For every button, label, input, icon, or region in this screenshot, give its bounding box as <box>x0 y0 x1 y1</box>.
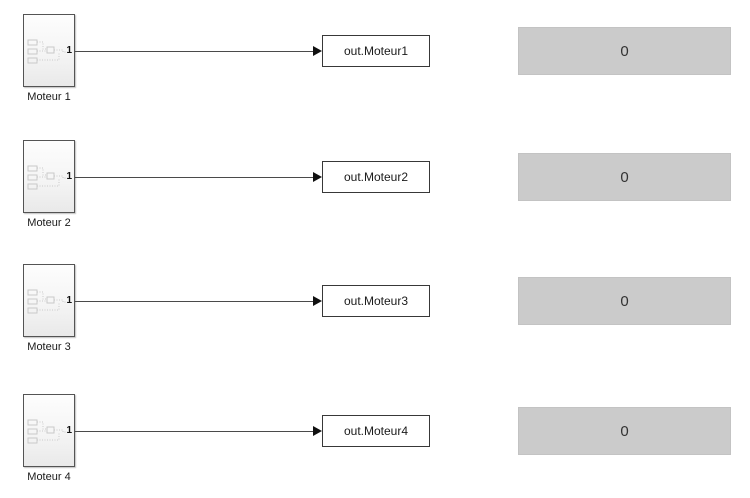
display-value: 0 <box>620 42 629 60</box>
output-port-label: 1 <box>66 294 72 306</box>
outport-block-moteur4[interactable]: out.Moteur4 <box>322 415 430 447</box>
outport-block-moteur1[interactable]: out.Moteur1 <box>322 35 430 67</box>
subsystem-block-moteur4[interactable]: 1 <box>23 394 75 467</box>
display-block-moteur2[interactable]: 0 <box>518 153 731 201</box>
signal-arrowhead-icon <box>313 426 322 436</box>
signal-arrowhead-icon <box>313 296 322 306</box>
block-name-label[interactable]: Moteur 3 <box>27 341 71 353</box>
subsystem-block-moteur1[interactable]: 1 <box>23 14 75 87</box>
display-block-moteur1[interactable]: 0 <box>518 27 731 75</box>
display-value: 0 <box>620 168 629 186</box>
signal-line[interactable] <box>75 300 314 302</box>
output-port-label: 1 <box>66 424 72 436</box>
model-row: 1 Moteur 4 out.Moteur4 0 <box>0 394 750 498</box>
display-block-moteur4[interactable]: 0 <box>518 407 731 455</box>
signal-line[interactable] <box>75 50 314 52</box>
subsystem-preview-icon <box>27 419 68 444</box>
signal-arrowhead-icon <box>313 46 322 56</box>
block-name-label[interactable]: Moteur 1 <box>27 91 71 103</box>
model-row: 1 Moteur 2 out.Moteur2 0 <box>0 140 750 255</box>
block-name-label[interactable]: Moteur 4 <box>27 471 71 483</box>
model-row: 1 Moteur 3 out.Moteur3 0 <box>0 264 750 379</box>
subsystem-preview-icon <box>27 39 68 64</box>
outport-block-label: out.Moteur1 <box>343 44 409 58</box>
outport-block-moteur2[interactable]: out.Moteur2 <box>322 161 430 193</box>
subsystem-preview-icon <box>27 165 68 190</box>
subsystem-block-moteur2[interactable]: 1 <box>23 140 75 213</box>
signal-line[interactable] <box>75 430 314 432</box>
block-name-label[interactable]: Moteur 2 <box>27 217 71 229</box>
display-value: 0 <box>620 292 629 310</box>
outport-block-label: out.Moteur2 <box>343 170 409 184</box>
display-block-moteur3[interactable]: 0 <box>518 277 731 325</box>
outport-block-label: out.Moteur4 <box>343 424 409 438</box>
signal-line[interactable] <box>75 176 314 178</box>
output-port-label: 1 <box>66 44 72 56</box>
subsystem-block-moteur3[interactable]: 1 <box>23 264 75 337</box>
display-value: 0 <box>620 422 629 440</box>
outport-block-label: out.Moteur3 <box>343 294 409 308</box>
signal-arrowhead-icon <box>313 172 322 182</box>
output-port-label: 1 <box>66 170 72 182</box>
subsystem-preview-icon <box>27 289 68 314</box>
outport-block-moteur3[interactable]: out.Moteur3 <box>322 285 430 317</box>
model-row: 1 Moteur 1 out.Moteur1 0 <box>0 14 750 129</box>
